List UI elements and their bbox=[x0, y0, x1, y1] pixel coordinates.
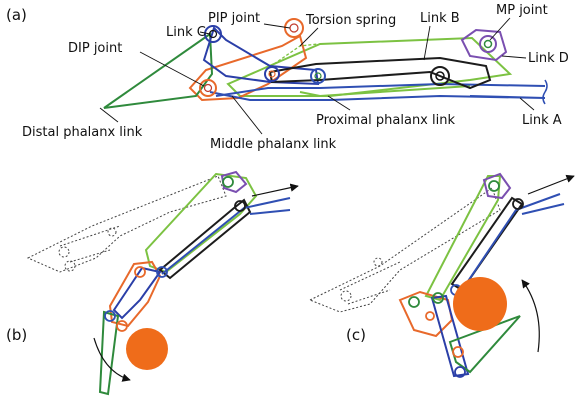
leader-distal-phalanx bbox=[99, 107, 119, 123]
joint-pip-c bbox=[432, 292, 444, 304]
link-a-wave bbox=[542, 79, 548, 105]
label-torsion-spring: Torsion spring bbox=[305, 13, 396, 28]
proximal-phalanx-lower-edge bbox=[299, 85, 471, 98]
label-mp-joint: MP joint bbox=[496, 3, 548, 18]
leader-dip-joint bbox=[139, 51, 205, 87]
panel-a-group: (a) bbox=[6, 3, 569, 152]
label-link-c: Link C bbox=[166, 25, 206, 40]
panel-c-group: (c) bbox=[308, 172, 575, 378]
distal-phalanx-link-b bbox=[98, 310, 120, 396]
joint-mp bbox=[479, 35, 497, 53]
panel-c-label: (c) bbox=[346, 326, 366, 344]
grasped-object-b bbox=[126, 328, 168, 370]
joint-pip-b bbox=[134, 266, 146, 278]
distal-phalanx-link-a bbox=[103, 32, 214, 109]
joint-link-c-b bbox=[264, 66, 280, 82]
link-c-bar-c bbox=[430, 294, 470, 378]
joint-distal-c bbox=[452, 346, 464, 358]
pull-arrow-b bbox=[251, 183, 299, 197]
joint-mp-c bbox=[488, 180, 500, 192]
label-middle-phalanx-link: Middle phalanx link bbox=[210, 137, 337, 152]
panel-b-group: (b) bbox=[6, 170, 299, 396]
joint-middle bbox=[310, 68, 326, 84]
joint-link-b-a bbox=[430, 66, 450, 86]
ghost-joint-b3 bbox=[107, 227, 117, 237]
panel-a-label: (a) bbox=[6, 6, 27, 24]
joint-ba-c bbox=[512, 198, 524, 210]
leader-link-b bbox=[423, 25, 431, 61]
label-distal-phalanx-link: Distal phalanx link bbox=[22, 125, 143, 140]
ghost-joint-b2 bbox=[64, 260, 76, 272]
ghost-joint-c2 bbox=[373, 257, 383, 267]
link-d-bar-c bbox=[482, 172, 512, 200]
middle-phalanx-link-b bbox=[108, 260, 162, 328]
link-d-bar-b bbox=[220, 170, 248, 194]
leader-link-a bbox=[519, 97, 535, 111]
link-a-bar-c bbox=[457, 193, 565, 297]
leader-link-c bbox=[199, 31, 211, 35]
rotation-arrow-b bbox=[93, 337, 131, 382]
link-d-bar bbox=[460, 28, 508, 62]
label-pip-joint: PIP joint bbox=[208, 11, 260, 26]
ghost-joint-b1 bbox=[58, 246, 70, 258]
leader-middle-phalanx bbox=[231, 95, 263, 135]
leader-torsion-spring bbox=[299, 27, 319, 47]
ghost-joint-c1 bbox=[340, 290, 352, 302]
link-a-bar bbox=[209, 82, 546, 101]
rotation-arrow-c bbox=[521, 279, 540, 353]
ghost-pose-b bbox=[26, 175, 227, 273]
leader-link-d bbox=[501, 55, 527, 59]
panel-b-label: (b) bbox=[6, 326, 27, 344]
leader-mp-joint bbox=[489, 17, 511, 41]
middle-phalanx-link-a bbox=[188, 34, 308, 102]
link-b-bar-c bbox=[450, 196, 524, 292]
label-link-d: Link D bbox=[528, 51, 569, 66]
joint-ba-b bbox=[234, 200, 246, 212]
joint-dip-c bbox=[425, 311, 435, 321]
label-proximal-phalanx-link: Proximal phalanx link bbox=[316, 113, 455, 128]
pull-arrow-c bbox=[527, 174, 575, 195]
label-link-a: Link A bbox=[522, 113, 562, 128]
link-b-bar bbox=[268, 56, 492, 90]
joint-linkc-b bbox=[104, 310, 116, 322]
link-a-bar-b bbox=[161, 197, 291, 275]
proximal-phalanx-link-b bbox=[144, 172, 258, 274]
leader-pip-joint bbox=[263, 23, 291, 29]
label-link-b: Link B bbox=[420, 11, 460, 26]
proximal-phalanx-link-c bbox=[424, 175, 502, 302]
ghost-pose-c bbox=[308, 187, 501, 313]
joint-dip-b bbox=[116, 320, 128, 332]
joint-dip bbox=[199, 79, 217, 97]
joint-middle-b bbox=[156, 266, 168, 278]
leader-proximal-phalanx bbox=[327, 95, 351, 111]
joint-mp-b bbox=[222, 176, 234, 188]
joint-tip-c bbox=[454, 366, 466, 378]
grasped-object-c bbox=[453, 277, 507, 331]
joint-linkc-c bbox=[408, 296, 420, 308]
label-dip-joint: DIP joint bbox=[68, 41, 122, 56]
